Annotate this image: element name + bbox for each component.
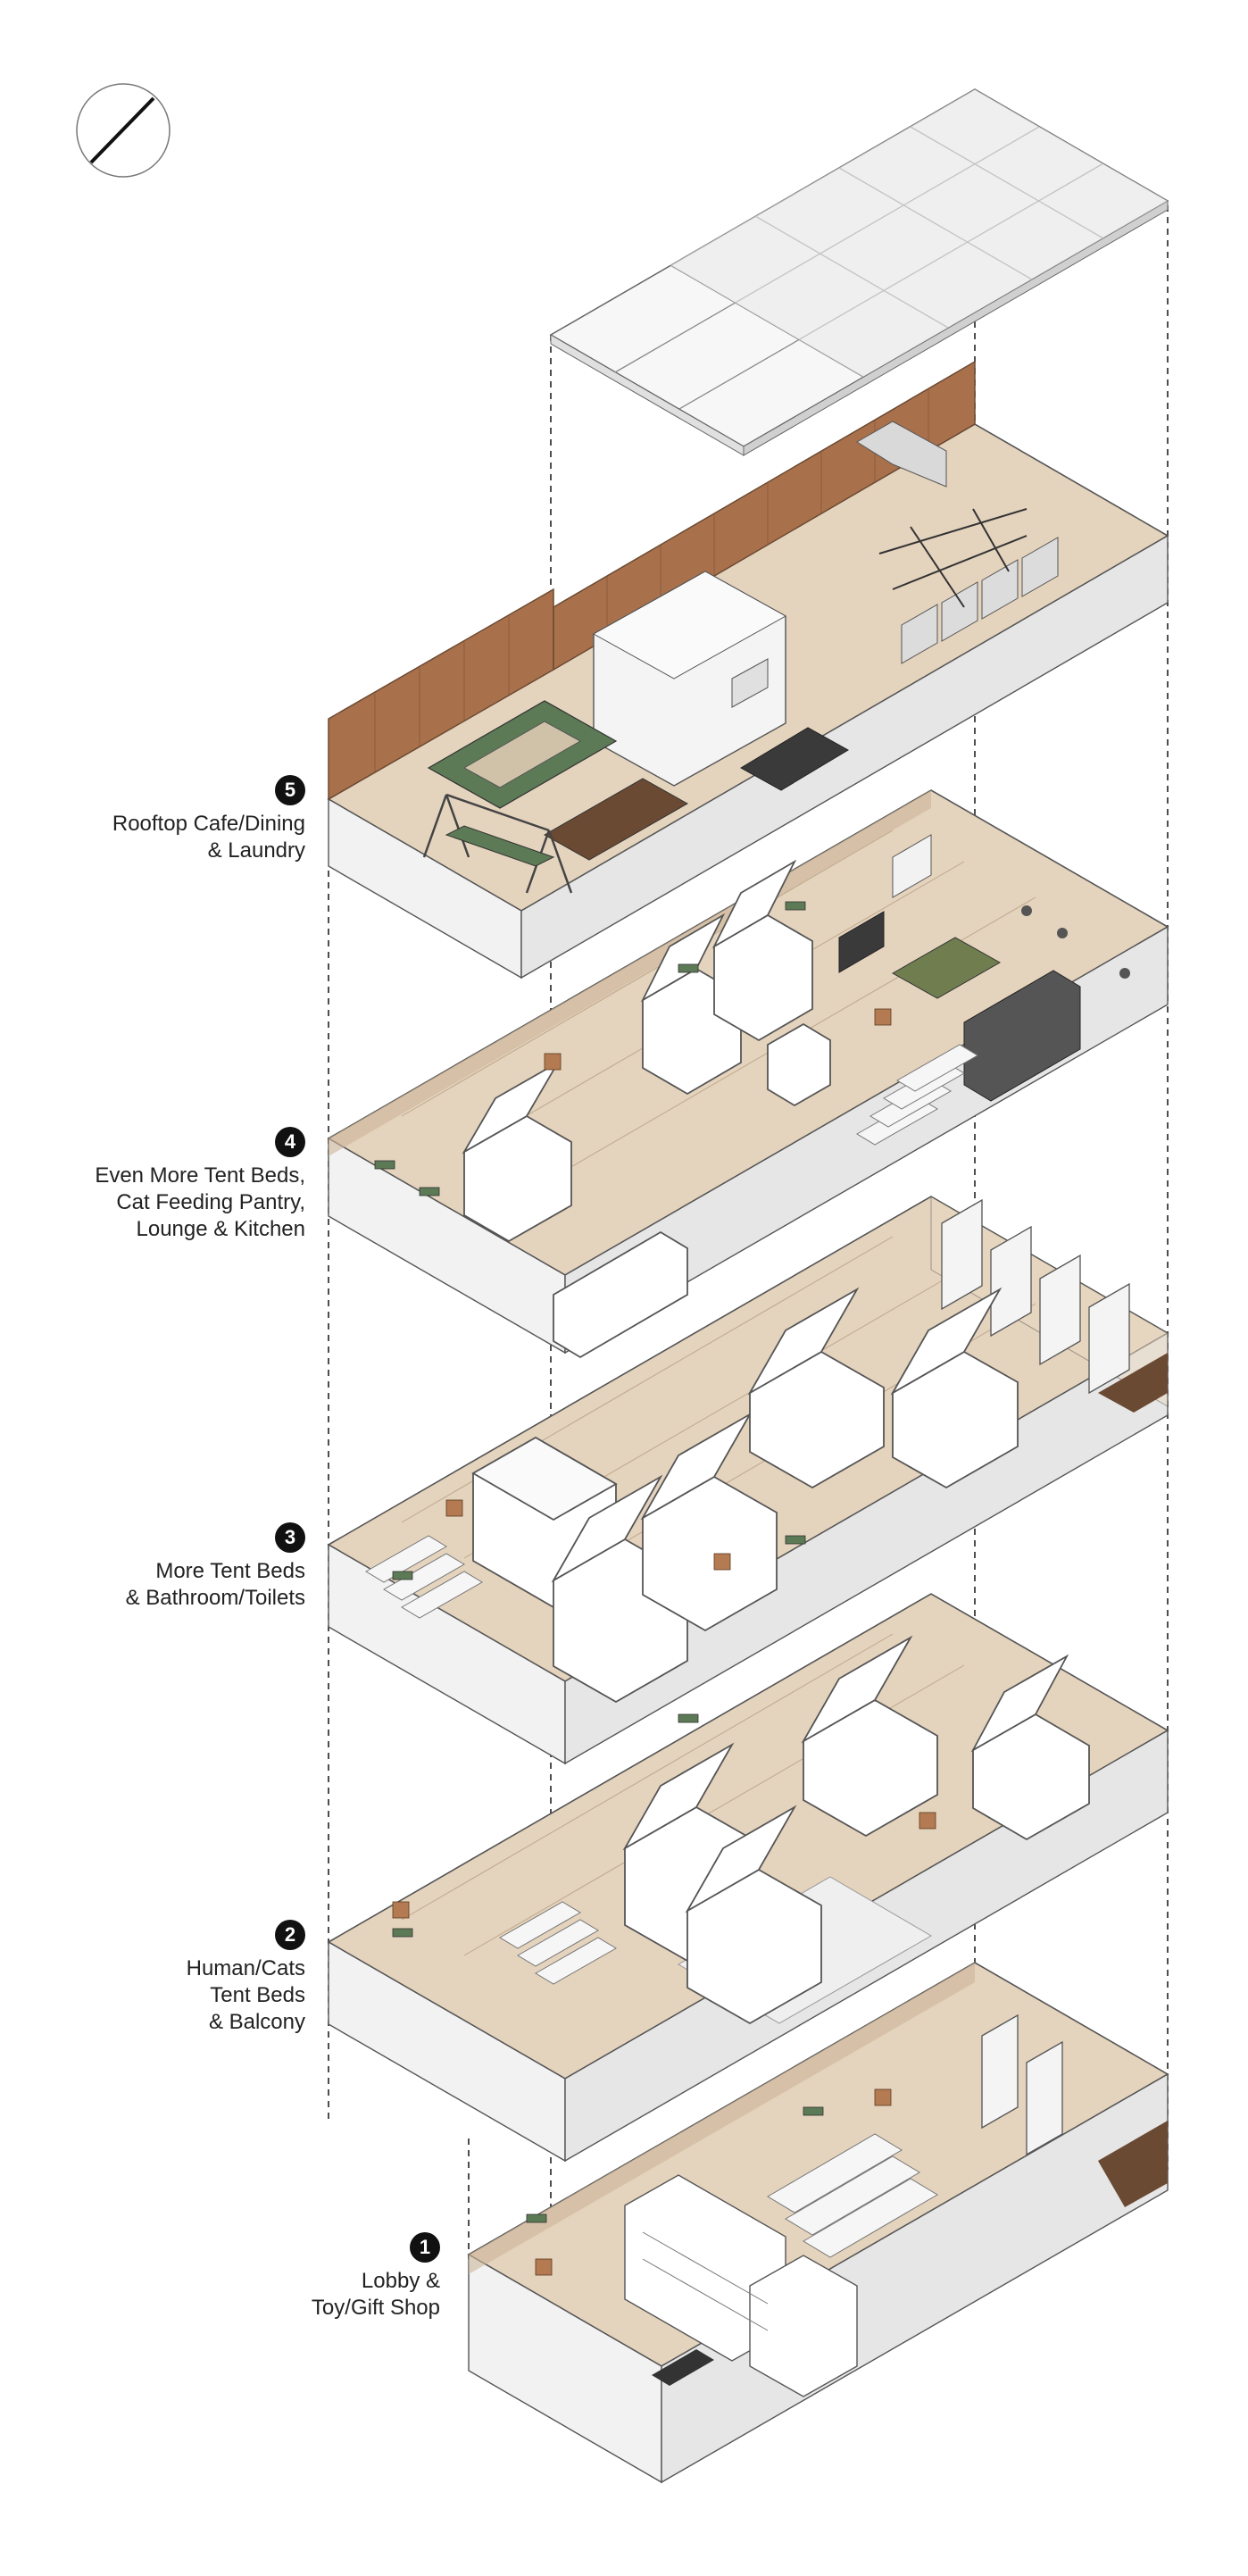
floor-label-1: 1 Lobby & Toy/Gift Shop (312, 2232, 440, 2322)
floor-number-badge: 2 (275, 1920, 305, 1950)
roof-canopy (549, 88, 1169, 456)
floor-number-badge: 4 (275, 1127, 305, 1157)
floor-label-line: Tent Beds (210, 1983, 305, 2007)
floor-label-line: Even More Tent Beds, (95, 1163, 305, 1188)
floor-label-line: Rooftop Cafe/Dining (112, 812, 305, 836)
floor-number-badge: 5 (275, 775, 305, 805)
floor-label-line: Lobby & (361, 2269, 440, 2293)
floor-label-line: & Laundry (207, 838, 305, 863)
floor-number-badge: 1 (410, 2232, 440, 2263)
floor-label-line: More Tent Beds (155, 1559, 305, 1583)
floor-1-lobby (467, 1962, 1169, 2484)
floor-label-line: & Bathroom/Toilets (125, 1586, 305, 1610)
floor-label-line: Human/Cats (186, 1956, 305, 1980)
floor-label-4: 4 Even More Tent Beds, Cat Feeding Pantr… (95, 1127, 305, 1243)
floor-label-line: Toy/Gift Shop (311, 2296, 440, 2320)
floor-5-rooftop (327, 360, 1169, 980)
floor-label-line: Cat Feeding Pantry, (116, 1190, 305, 1214)
floor-4 (327, 789, 1169, 1359)
floor-2 (327, 1593, 1169, 2163)
floor-label-2: 2 Human/Cats Tent Beds & Balcony (187, 1920, 305, 2036)
floor-label-line: Lounge & Kitchen (136, 1217, 305, 1241)
floor-label-5: 5 Rooftop Cafe/Dining & Laundry (112, 775, 305, 864)
floor-3 (327, 1196, 1169, 1765)
floor-label-3: 3 More Tent Beds & Bathroom/Toilets (126, 1522, 305, 1612)
floor-number-badge: 3 (275, 1522, 305, 1553)
floor-label-line: & Balcony (208, 2010, 305, 2034)
cat-furniture (374, 901, 936, 2276)
north-arrow-icon (76, 83, 171, 178)
